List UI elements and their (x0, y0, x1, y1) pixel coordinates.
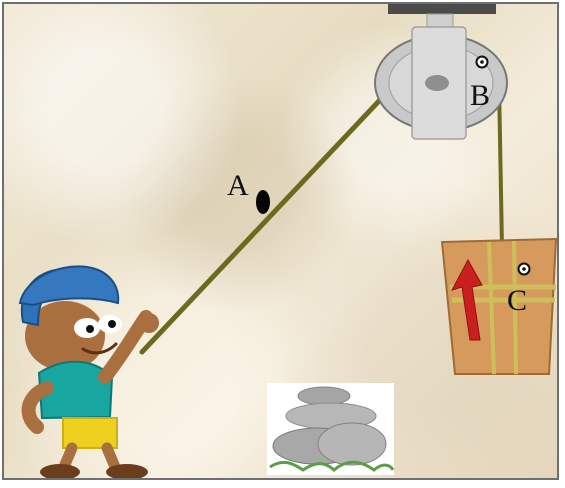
box-icon (442, 239, 556, 374)
pulley-scene: A B C (4, 4, 559, 480)
boy-pulling-rope-icon (20, 266, 159, 480)
stacked-rocks-icon (267, 383, 394, 475)
point-b-label: B (470, 79, 490, 112)
diagram-frame: A B C (2, 2, 559, 480)
point-a-marker (256, 190, 270, 214)
point-a-label: A (227, 169, 249, 202)
point-c-label: C (507, 284, 527, 317)
